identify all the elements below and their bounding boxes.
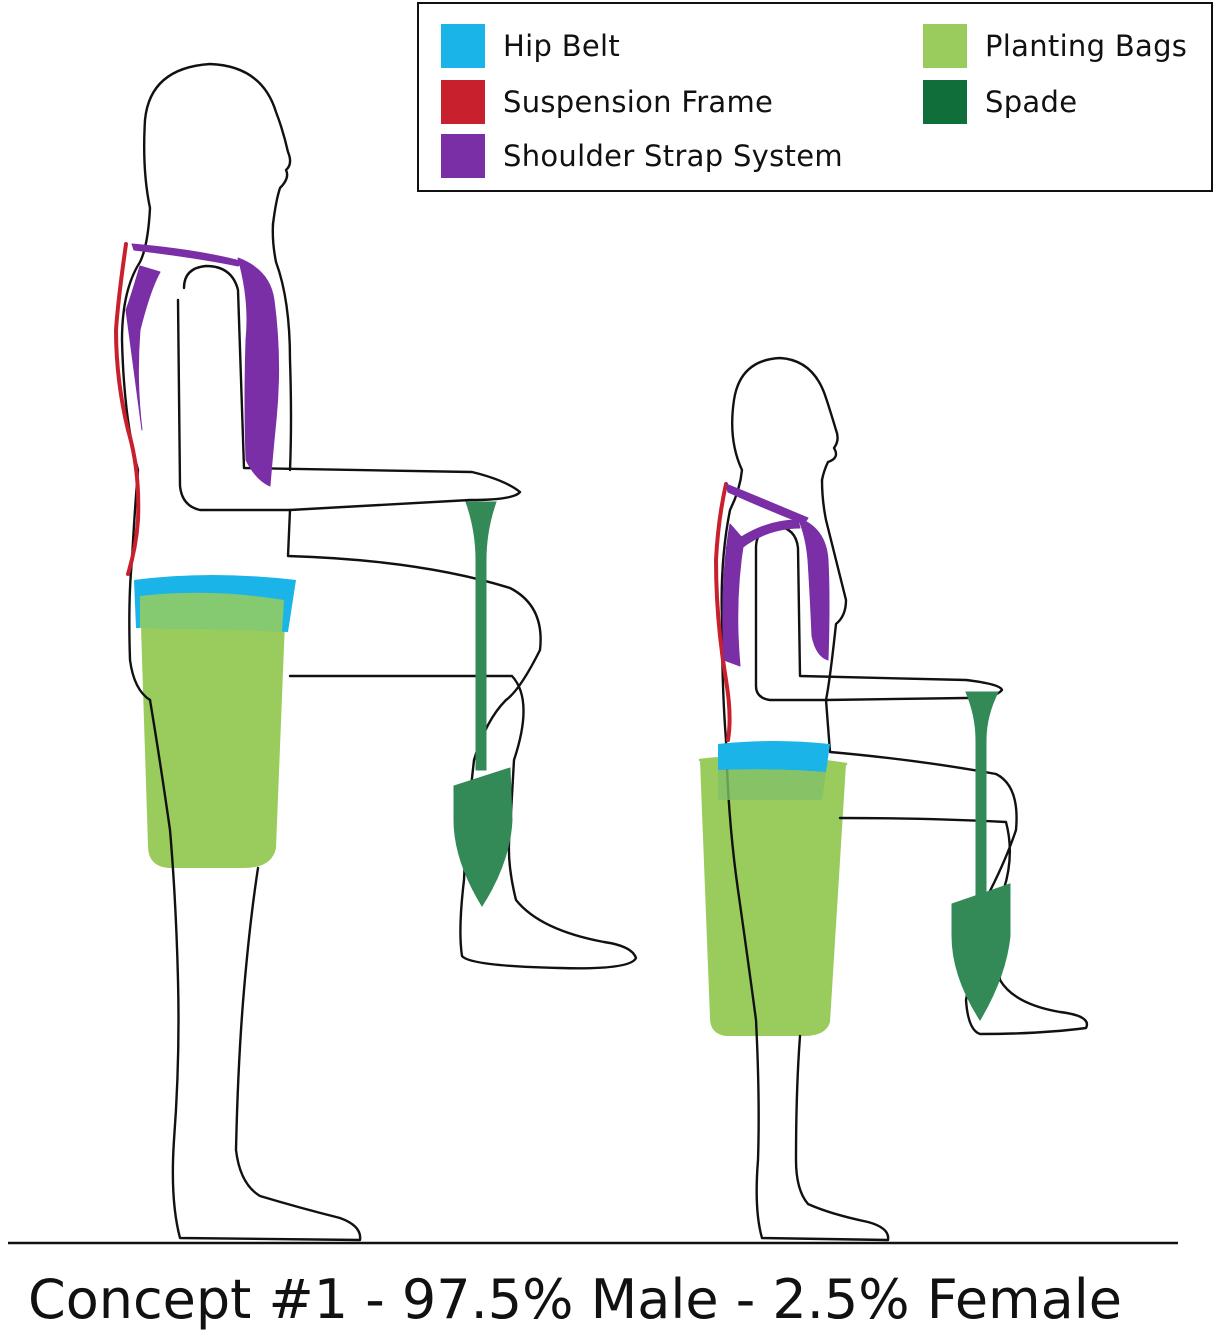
legend-label: Suspension Frame xyxy=(503,85,773,119)
male-planting-bag xyxy=(140,591,286,869)
legend-label: Hip Belt xyxy=(503,29,620,63)
female-spade xyxy=(952,692,1010,1020)
suspension-frame-swatch xyxy=(441,80,485,124)
legend: Hip Belt Suspension Frame Shoulder Strap… xyxy=(417,2,1213,192)
figure-caption: Concept #1 - 97.5% Male - 2.5% Female xyxy=(0,1268,1150,1331)
legend-item-hip-belt: Hip Belt xyxy=(441,24,620,68)
female-hip-belt xyxy=(718,741,830,800)
male-hip-belt xyxy=(134,575,296,632)
male-figure xyxy=(116,64,636,1240)
legend-label: Planting Bags xyxy=(985,29,1187,63)
planting-bags-swatch xyxy=(923,24,967,68)
male-raised-leg-outline xyxy=(288,510,636,968)
female-figure xyxy=(700,358,1087,1240)
legend-item-suspension-frame: Suspension Frame xyxy=(441,80,773,124)
legend-item-spade: Spade xyxy=(923,80,1077,124)
legend-label: Spade xyxy=(985,85,1077,119)
hip-belt-swatch xyxy=(441,24,485,68)
female-shoulder-strap xyxy=(723,484,829,666)
female-raised-leg-outline xyxy=(826,700,1087,1034)
legend-item-shoulder-strap-system: Shoulder Strap System xyxy=(441,134,843,178)
legend-label: Shoulder Strap System xyxy=(503,139,843,173)
male-arm-outline xyxy=(178,266,520,510)
shoulder-strap-swatch xyxy=(441,134,485,178)
female-arm-outline xyxy=(756,526,1002,700)
male-shoulder-strap xyxy=(126,244,279,486)
spade-swatch xyxy=(923,80,967,124)
legend-item-planting-bags: Planting Bags xyxy=(923,24,1187,68)
